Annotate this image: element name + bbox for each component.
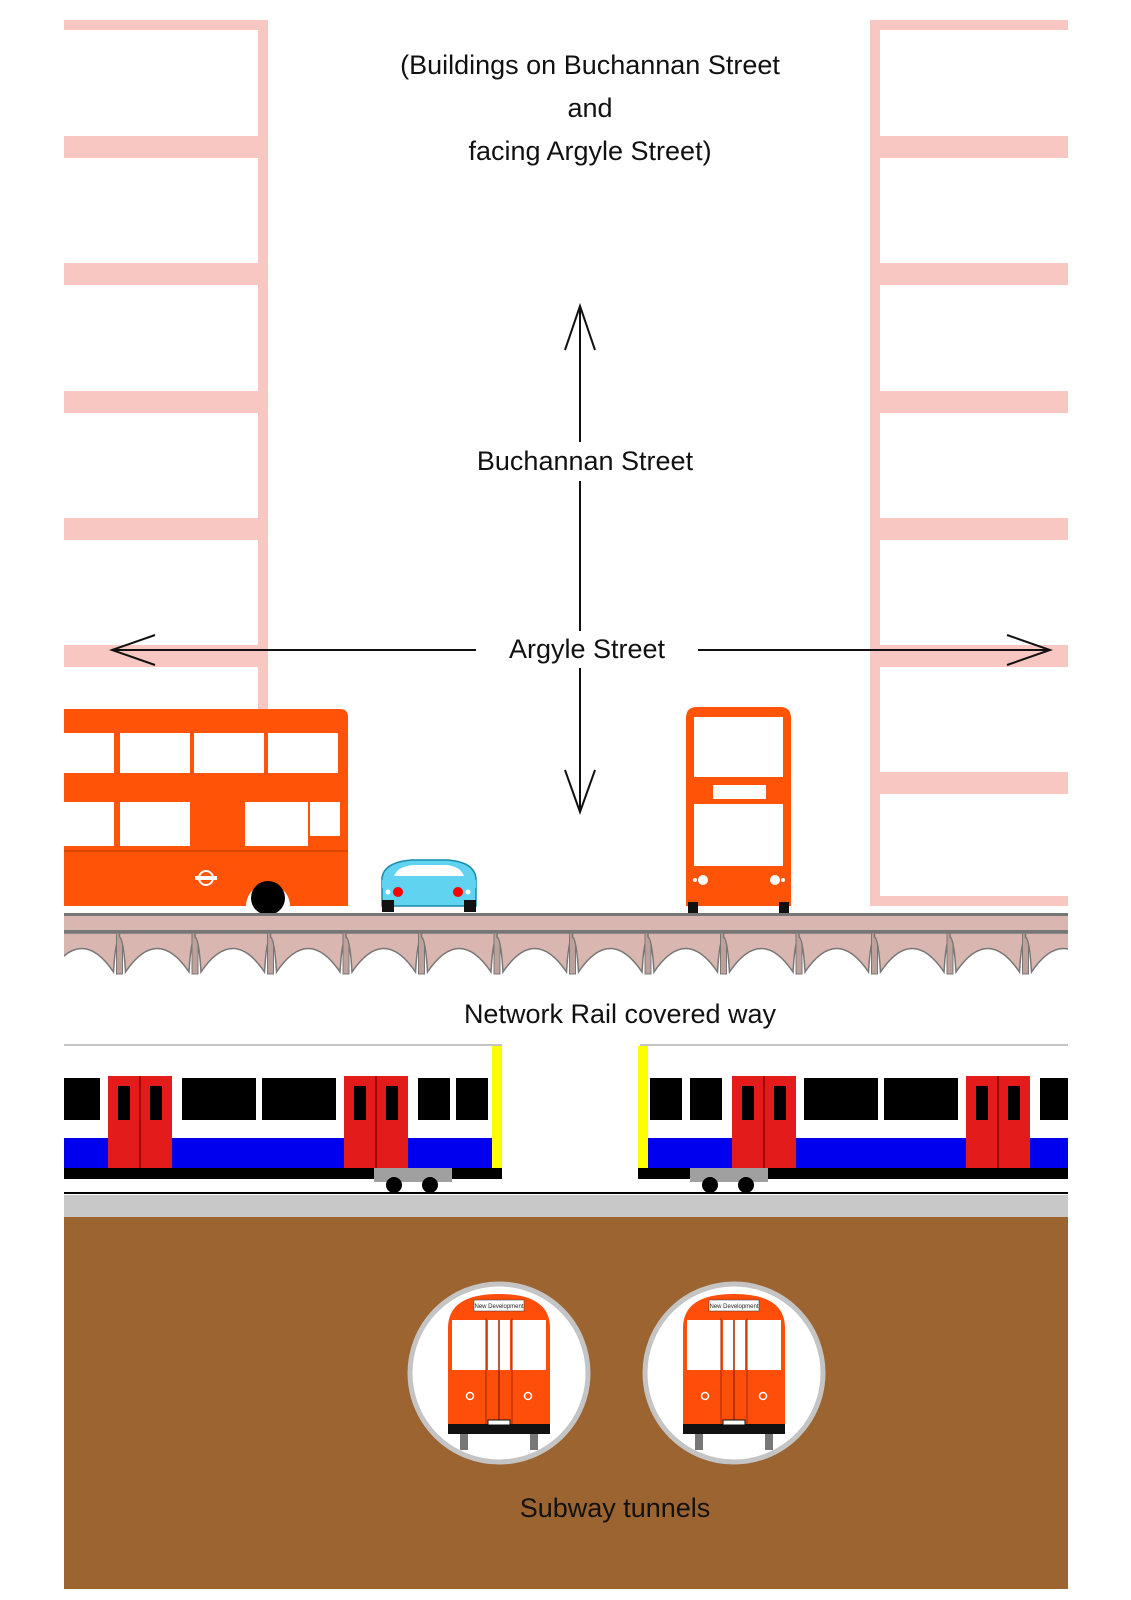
viaduct-arch: [118, 932, 196, 975]
double-decker-bus-side: [64, 709, 348, 915]
subway-train-left: New Development: [448, 1294, 550, 1450]
road-viaduct: [64, 913, 1104, 975]
subway-tunnels-label: Subway tunnels: [519, 1493, 711, 1523]
destination-sign-right: New Development: [709, 1304, 758, 1310]
london-transport-roundel-icon: [195, 870, 217, 886]
caption-line-1: (Buildings on Buchannan Street: [400, 50, 780, 80]
viaduct-arch: [194, 932, 272, 975]
viaduct-arch: [420, 932, 498, 975]
train-right: [638, 1046, 1068, 1193]
viaduct-arch: [873, 932, 951, 975]
car-rear-view: [381, 859, 477, 912]
viaduct-arch: [722, 932, 800, 975]
network-rail-trains: [64, 1044, 1068, 1217]
viaduct-arch: [798, 932, 876, 975]
viaduct-arch: [269, 932, 347, 975]
network-rail-label: Network Rail covered way: [463, 999, 777, 1029]
viaduct-arch: [949, 932, 1027, 975]
subway-tunnel-right: New Development: [642, 1281, 826, 1465]
viaduct-pier: [1098, 933, 1104, 974]
double-decker-bus-front: [686, 707, 791, 913]
left-building: [64, 20, 268, 710]
viaduct-arch: [64, 932, 121, 975]
argyle-street-label: Argyle Street: [476, 631, 698, 668]
viaduct-arch: [345, 932, 423, 975]
subway-train-right: New Development: [683, 1294, 785, 1450]
buchanan-street-label: Buchannan Street: [452, 442, 718, 481]
viaduct-arch: [1024, 932, 1068, 975]
caption-line-3: facing Argyle Street): [468, 136, 712, 166]
viaduct-arch: [496, 932, 574, 975]
viaduct-arch: [571, 932, 649, 975]
viaduct-arch: [647, 932, 725, 975]
subway-tunnel-left: New Development: [407, 1281, 591, 1465]
caption-line-2: and: [567, 93, 613, 123]
destination-sign-left: New Development: [474, 1304, 523, 1310]
right-building: [870, 20, 1068, 906]
train-left: [64, 1046, 502, 1193]
buchanan-street-arrow: [564, 302, 596, 815]
